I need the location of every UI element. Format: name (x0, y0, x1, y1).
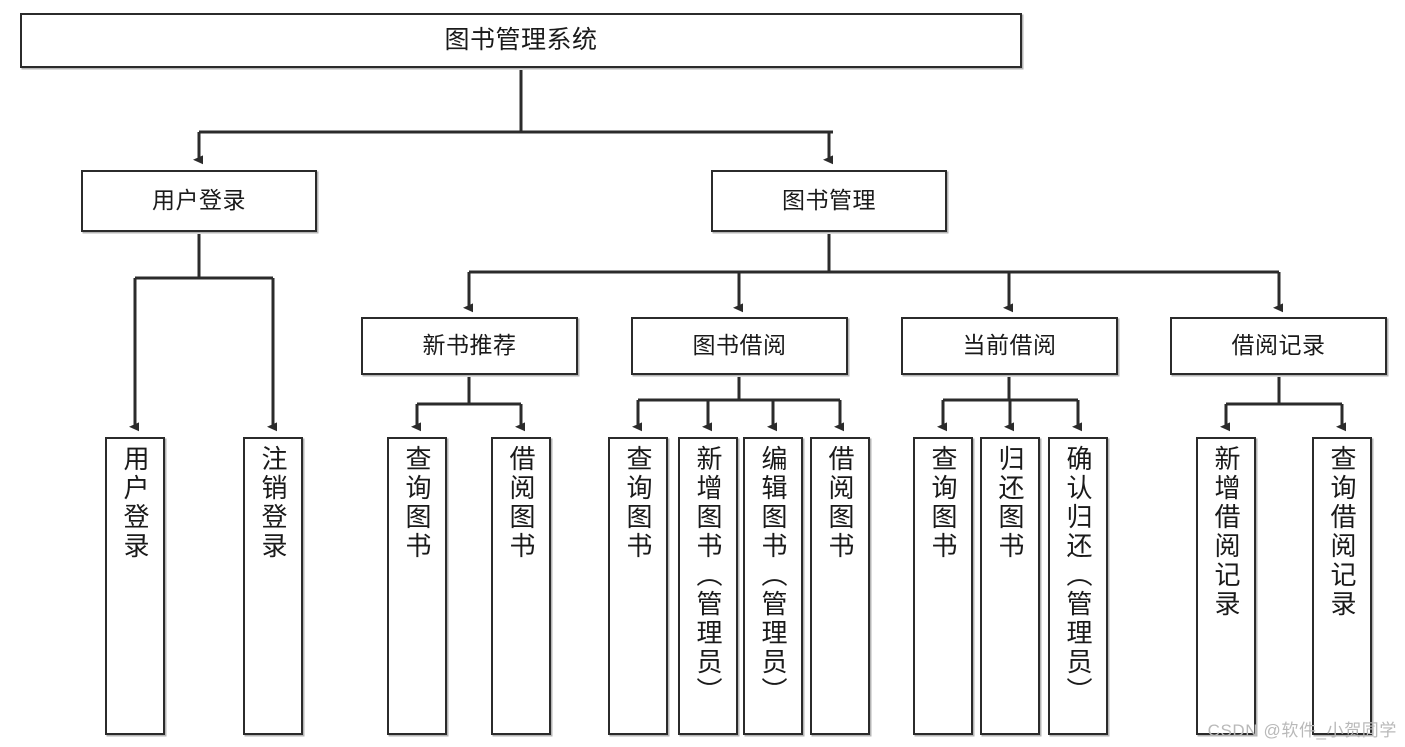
node-label: 注销登录 (258, 445, 288, 561)
node-label: 编辑图书（管理员） (758, 445, 788, 706)
leaf-query-borrow-record[interactable]: 查询借阅记录 (1312, 437, 1372, 735)
node-label: 查询借阅记录 (1327, 445, 1357, 619)
node-label: 查询图书 (402, 445, 432, 561)
leaf-logout-login[interactable]: 注销登录 (243, 437, 303, 735)
leaf-query-book-borrow[interactable]: 查询图书 (608, 437, 668, 735)
leaf-borrow-book-new-rec[interactable]: 借阅图书 (491, 437, 551, 735)
node-label: 图书借阅 (692, 332, 787, 359)
node-label: 借阅图书 (506, 445, 536, 561)
node-borrow-record[interactable]: 借阅记录 (1170, 317, 1387, 375)
node-user-login[interactable]: 用户登录 (81, 170, 317, 232)
node-label: 新增借阅记录 (1211, 445, 1241, 619)
leaf-add-borrow-record[interactable]: 新增借阅记录 (1196, 437, 1256, 735)
node-label: 新增图书（管理员） (693, 445, 723, 706)
leaf-user-login[interactable]: 用户登录 (105, 437, 165, 735)
leaf-borrow-book-borrow[interactable]: 借阅图书 (810, 437, 870, 735)
leaf-query-book-new-rec[interactable]: 查询图书 (387, 437, 447, 735)
node-book-manage[interactable]: 图书管理 (711, 170, 947, 232)
node-label: 确认归还（管理员） (1063, 445, 1093, 706)
node-label: 查询图书 (928, 445, 958, 561)
node-root-system[interactable]: 图书管理系统 (20, 13, 1022, 68)
node-label: 借阅记录 (1231, 332, 1326, 359)
leaf-edit-book-admin[interactable]: 编辑图书（管理员） (743, 437, 803, 735)
watermark-text: CSDN @软件_小贺同学 (1207, 721, 1397, 740)
node-book-borrow[interactable]: 图书借阅 (631, 317, 848, 375)
leaf-return-book[interactable]: 归还图书 (980, 437, 1040, 735)
node-label: 用户登录 (152, 187, 246, 214)
node-label: 图书管理 (782, 187, 876, 214)
leaf-add-book-admin[interactable]: 新增图书（管理员） (678, 437, 738, 735)
leaf-query-book-current[interactable]: 查询图书 (913, 437, 973, 735)
node-label: 借阅图书 (825, 445, 855, 561)
node-current-borrow[interactable]: 当前借阅 (901, 317, 1118, 375)
node-label: 当前借阅 (962, 332, 1057, 359)
node-label: 图书管理系统 (444, 25, 598, 54)
leaf-confirm-return-admin[interactable]: 确认归还（管理员） (1048, 437, 1108, 735)
node-new-book-rec[interactable]: 新书推荐 (361, 317, 578, 375)
node-label: 归还图书 (995, 445, 1025, 561)
node-label: 新书推荐 (422, 332, 517, 359)
node-label: 查询图书 (623, 445, 653, 561)
node-label: 用户登录 (120, 445, 150, 561)
